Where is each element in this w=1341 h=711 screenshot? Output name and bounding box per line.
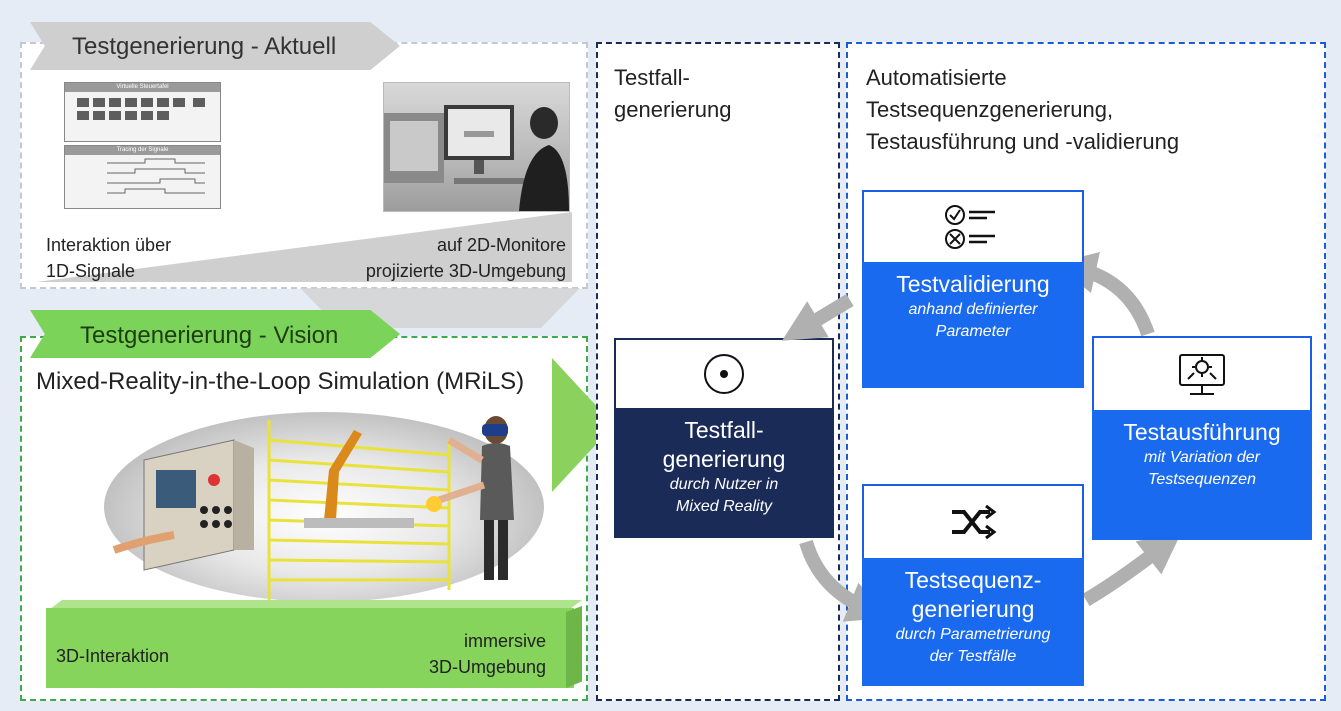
vision-subtitle: Mixed-Reality-in-the-Loop Simulation (MR… <box>36 368 525 395</box>
current-label-left-line2: 1D-Signale <box>46 261 136 281</box>
current-banner-label: Testgenerierung - Aktuell <box>72 33 337 60</box>
test-sequence-title-line2: generierung <box>911 596 1035 622</box>
testcase-sub-line1: durch Nutzer in <box>669 476 779 493</box>
current-label-right-line2: projizierte 3D-Umgebung <box>365 261 566 281</box>
vision-label-right: immersive 3D-Umgebung <box>380 628 546 680</box>
test-sequence-generation-box: Testsequenz- generierung durch Parametri… <box>862 484 1084 686</box>
control-panel-keys <box>65 92 220 126</box>
vision-label-right-line2: 3D-Umgebung <box>428 657 546 677</box>
test-execution-box: Testausführung mit Variation der Testseq… <box>1092 336 1312 540</box>
signal-tracing-thumbnail: Tracing der Signale <box>64 145 221 209</box>
test-validation-icon-area <box>862 190 1084 264</box>
test-sequence-sub-line1: durch Parametrierung <box>895 626 1051 643</box>
test-execution-sub-line2: Testsequenzen <box>1148 471 1256 488</box>
current-banner <box>30 22 400 70</box>
green-base <box>46 608 574 688</box>
testcase-title-line1: Testfall- <box>684 417 764 443</box>
current-label-left: Interaktion über 1D-Signale <box>46 232 171 284</box>
current-label-left-line1: Interaktion über <box>46 235 172 255</box>
testcase-generation-box: Testfall- generierung durch Nutzer in Mi… <box>614 338 834 538</box>
testcase-generation-label: Testfall- generierung durch Nutzer in Mi… <box>614 408 834 538</box>
test-sequence-icon-area <box>862 484 1084 560</box>
green-base-side <box>566 606 582 688</box>
testcase-panel-heading: Testfall- generierung <box>614 62 814 126</box>
test-sequence-sub-line2: der Testfälle <box>929 648 1017 665</box>
shuffle-icon <box>864 486 1082 558</box>
testcase-title-line2: generierung <box>662 446 786 472</box>
signal-tracing-thumbnail-title: Tracing der Signale <box>65 146 220 155</box>
workstation-photo <box>383 82 570 212</box>
test-validation-sub-line1: anhand definierter <box>908 301 1038 318</box>
test-execution-title: Testausführung <box>1123 419 1281 445</box>
target-icon <box>616 340 832 408</box>
mr-scene-illustration <box>112 416 514 600</box>
testcase-sub-line2: Mixed Reality <box>675 498 773 515</box>
test-validation-sub-line2: Parameter <box>935 323 1011 340</box>
control-panel-thumbnail-title: Virtuelle Steuertafel <box>65 83 220 92</box>
control-panel-thumbnail: Virtuelle Steuertafel <box>64 82 221 142</box>
signal-trace-lines <box>107 158 205 194</box>
current-label-right: auf 2D-Monitore projizierte 3D-Umgebung <box>330 232 566 284</box>
current-label-right-line1: auf 2D-Monitore <box>436 235 566 255</box>
automation-heading-line3: Testausführung und -validierung <box>866 129 1180 154</box>
checklist-icon <box>864 192 1082 262</box>
test-validation-title: Testvalidierung <box>896 271 1050 297</box>
testcase-heading-line2: generierung <box>614 97 732 122</box>
test-sequence-title-line1: Testsequenz- <box>904 567 1042 593</box>
test-sequence-label: Testsequenz- generierung durch Parametri… <box>862 558 1084 686</box>
testcase-heading-line1: Testfall- <box>614 65 690 90</box>
vision-banner-label: Testgenerierung - Vision <box>80 322 339 349</box>
test-execution-label: Testausführung mit Variation der Testseq… <box>1092 410 1312 540</box>
test-execution-icon-area <box>1092 336 1312 412</box>
vision-label-left: 3D-Interaktion <box>56 646 170 666</box>
test-validation-label: Testvalidierung anhand definierter Param… <box>862 262 1084 388</box>
workstation-illustration <box>384 105 569 211</box>
vision-label-right-line1: immersive <box>463 631 546 651</box>
vision-banner <box>30 310 400 358</box>
test-validation-box: Testvalidierung anhand definierter Param… <box>862 190 1084 388</box>
automation-panel-heading: Automatisierte Testsequenzgenerierung, T… <box>866 62 1306 158</box>
computer-gear-icon <box>1094 338 1310 410</box>
testcase-generation-icon-area <box>614 338 834 410</box>
automation-heading-line2: Testsequenzgenerierung, <box>866 97 1114 122</box>
automation-heading-line1: Automatisierte <box>866 65 1007 90</box>
test-execution-sub-line1: mit Variation der <box>1144 449 1260 466</box>
